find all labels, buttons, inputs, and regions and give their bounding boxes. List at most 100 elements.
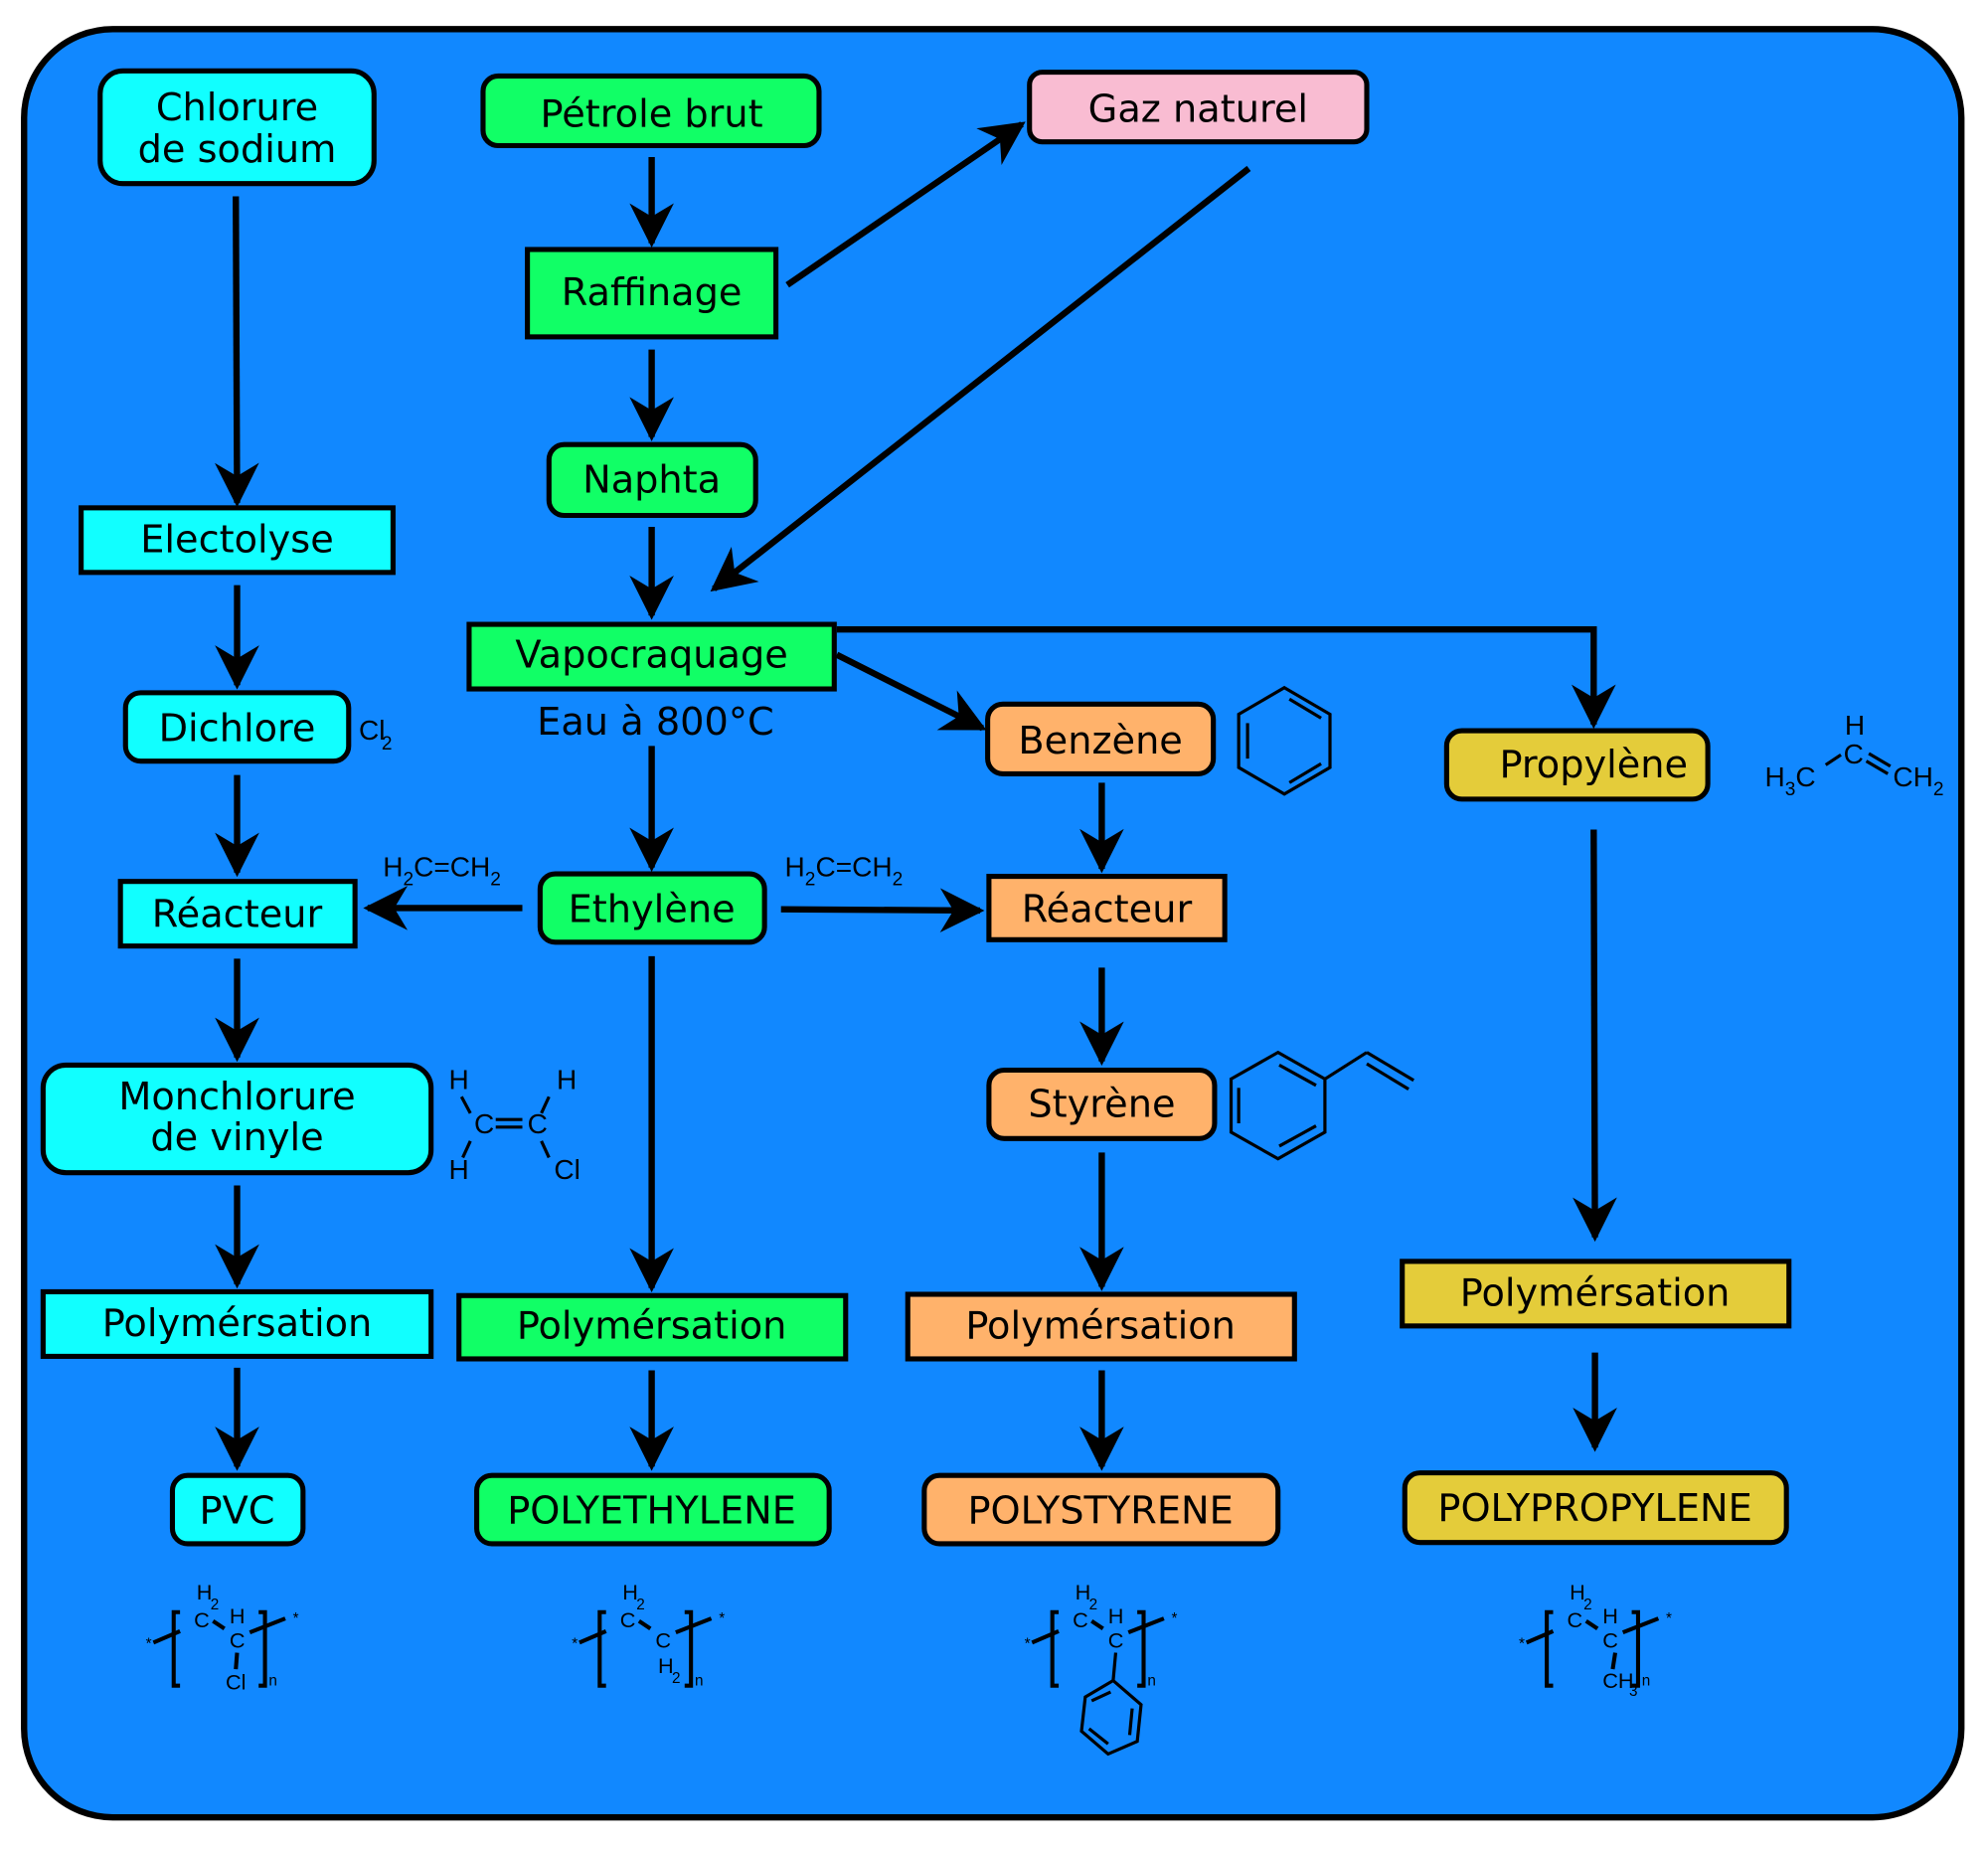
node-petrole[interactable]: Pétrole brut bbox=[480, 73, 822, 149]
arrow-ethylene-reacteur-ps bbox=[780, 888, 985, 933]
bond-line bbox=[234, 1652, 240, 1670]
bond-line bbox=[1366, 1062, 1409, 1091]
node-electrolyse[interactable]: Electolyse bbox=[79, 505, 396, 576]
bond-line bbox=[212, 1618, 226, 1631]
node-polym-pp[interactable]: Polymérsation bbox=[1400, 1259, 1792, 1329]
node-benzene[interactable]: Benzène bbox=[985, 701, 1217, 776]
formula-text: CH2 bbox=[1893, 761, 1943, 800]
formula-text: C bbox=[1108, 1627, 1124, 1652]
formula-text: * bbox=[1666, 1610, 1672, 1627]
formula-text: 2 bbox=[490, 870, 501, 891]
bond-line bbox=[1621, 1616, 1660, 1635]
formula-subscript: 2 bbox=[382, 734, 393, 755]
formula-text: H bbox=[383, 852, 403, 883]
node-label: Styrène bbox=[1028, 1084, 1175, 1127]
pe-repeat-unit: * H 2 C C H 2 n * bbox=[572, 1580, 725, 1690]
node-box bbox=[122, 690, 352, 764]
bond-line bbox=[1137, 1609, 1146, 1688]
formula-text: Cl bbox=[359, 715, 386, 746]
formula-text: * bbox=[146, 1636, 152, 1653]
bond-line bbox=[637, 1618, 652, 1631]
node-vapocraquage[interactable]: Vapocraquage bbox=[466, 621, 837, 692]
arrow-raffinage-gaz bbox=[785, 121, 1026, 288]
node-box bbox=[986, 1067, 1218, 1141]
node-label: Pétrole brut bbox=[541, 92, 763, 136]
node-polystyrene[interactable]: POLYSTYRENE bbox=[921, 1472, 1281, 1547]
formula-text: 2 bbox=[1583, 1597, 1592, 1613]
node-reacteur-ps[interactable]: Réacteur bbox=[986, 874, 1228, 942]
node-chlorure-sodium[interactable]: Chlorure de sodium bbox=[97, 68, 377, 187]
node-dichlore[interactable]: Dichlore bbox=[122, 690, 352, 764]
node-box bbox=[169, 1472, 306, 1547]
formula-ethylene-left: H2C=CH2 bbox=[383, 852, 501, 891]
node-label: PVC bbox=[200, 1490, 275, 1534]
bond-line bbox=[540, 1140, 551, 1159]
arrow-vapocraquage-propylene bbox=[836, 625, 1616, 730]
formula-text: H bbox=[785, 852, 805, 883]
formula-text: 2 bbox=[1933, 779, 1944, 800]
pvc-repeat-unit: * H 2 C H C Cl n * bbox=[146, 1580, 299, 1694]
node-label: Propylène bbox=[1500, 744, 1689, 787]
bond-line bbox=[1868, 752, 1892, 768]
node-pvc[interactable]: PVC bbox=[169, 1472, 306, 1547]
node-propylene[interactable]: Propylène bbox=[1443, 728, 1711, 802]
node-ethylene[interactable]: Ethylène bbox=[537, 871, 767, 945]
bond-line bbox=[1278, 1064, 1317, 1088]
node-box bbox=[1027, 70, 1370, 145]
formula-text: n bbox=[268, 1673, 277, 1690]
bond-line bbox=[1050, 1609, 1060, 1688]
node-naphta[interactable]: Naphta bbox=[546, 441, 758, 519]
node-box bbox=[1400, 1259, 1792, 1329]
arrows bbox=[215, 121, 1617, 1471]
formula-text: n bbox=[1147, 1673, 1156, 1690]
node-label: Electolyse bbox=[140, 518, 334, 562]
node-box bbox=[905, 1291, 1297, 1362]
formula-text: H2C=CH2 bbox=[383, 852, 501, 891]
node-box bbox=[40, 1062, 434, 1176]
bond-line bbox=[1127, 1708, 1134, 1736]
formula-text: H bbox=[622, 1580, 638, 1604]
node-polym-ps[interactable]: Polymérsation bbox=[905, 1291, 1297, 1362]
formula-text: 3 bbox=[1785, 779, 1796, 800]
bond-line bbox=[248, 1616, 286, 1635]
node-label: Réacteur bbox=[1022, 888, 1193, 931]
node-polypropylene[interactable]: POLYPROPYLENE bbox=[1402, 1470, 1789, 1546]
formula-text: * bbox=[719, 1610, 725, 1627]
bond-line bbox=[171, 1609, 181, 1688]
node-label: Dichlore bbox=[159, 707, 316, 751]
node-box bbox=[474, 1472, 832, 1547]
node-box bbox=[1402, 1470, 1789, 1546]
pp-repeat-unit: * H 2 C H C CH 3 n * bbox=[1519, 1580, 1672, 1700]
node-label: POLYSTYRENE bbox=[967, 1490, 1233, 1534]
node-polyethylene[interactable]: POLYETHYLENE bbox=[474, 1472, 832, 1547]
node-gaz-naturel[interactable]: Gaz naturel bbox=[1027, 70, 1370, 145]
node-label: Gaz naturel bbox=[1088, 87, 1308, 131]
formula-text: 2 bbox=[636, 1597, 645, 1613]
bond-line bbox=[1366, 1051, 1415, 1083]
node-polym-pvc[interactable]: Polymérsation bbox=[40, 1288, 434, 1359]
formula-text: C=CH bbox=[815, 852, 892, 883]
node-label: Polymérsation bbox=[102, 1302, 373, 1346]
node-styrene[interactable]: Styrène bbox=[986, 1067, 1218, 1141]
bond-line bbox=[461, 1140, 472, 1159]
formula-text: H bbox=[1765, 761, 1785, 792]
phenyl-ring-icon bbox=[1079, 1652, 1143, 1757]
node-label: Raffinage bbox=[562, 271, 743, 315]
bond-line bbox=[675, 1616, 713, 1635]
node-polym-pe[interactable]: Polymérsation bbox=[456, 1292, 849, 1362]
node-box bbox=[921, 1472, 1281, 1547]
formula-text: H bbox=[230, 1603, 246, 1628]
node-label: Polymérsation bbox=[517, 1305, 787, 1349]
bond-line bbox=[1087, 1727, 1109, 1746]
bond-line bbox=[1090, 1618, 1104, 1631]
node-monochlorure[interactable]: Monchlorure de vinyle bbox=[40, 1062, 434, 1176]
arrow-vapocraquage-benzene bbox=[835, 651, 987, 732]
bond-line bbox=[258, 1609, 267, 1688]
bond-line bbox=[597, 1609, 606, 1688]
node-raffinage[interactable]: Raffinage bbox=[525, 247, 779, 340]
atom-h: H bbox=[449, 1154, 469, 1185]
formula-cl2: Cl 2 bbox=[359, 715, 393, 755]
node-reacteur-pvc[interactable]: Réacteur bbox=[117, 879, 358, 949]
atom-c: C bbox=[528, 1108, 548, 1139]
vapocraquage-condition: Eau à 800°C bbox=[537, 701, 774, 745]
